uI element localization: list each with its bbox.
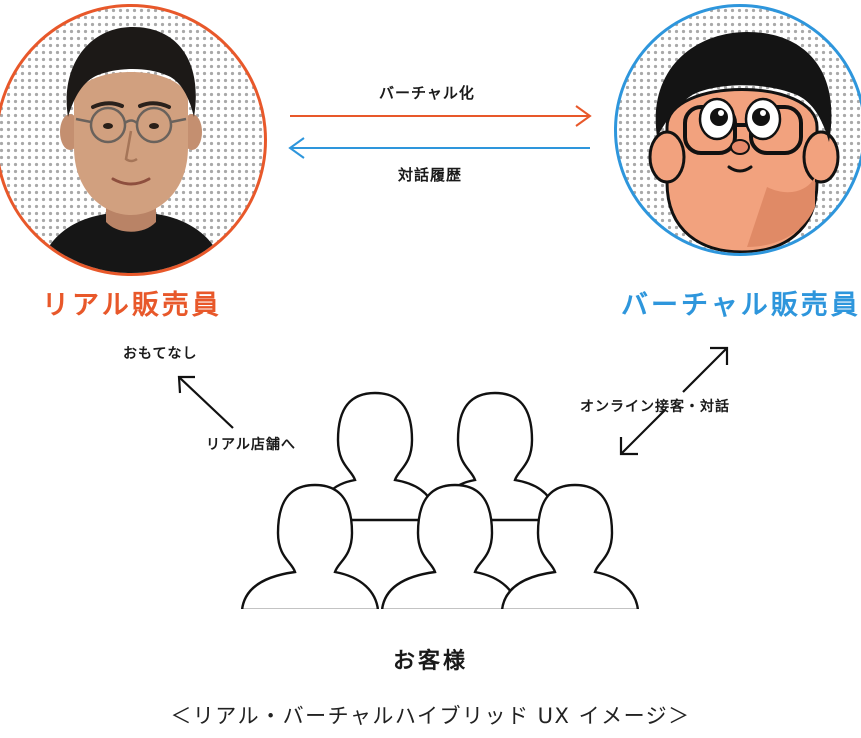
- online-arrow-up: [682, 346, 729, 393]
- real-salesperson-portrait: [0, 4, 267, 276]
- dialog-history-label: 対話履歴: [398, 166, 463, 184]
- virtual-salesperson-label: バーチャル販売員: [621, 290, 861, 321]
- dialog-history-arrow: [288, 137, 590, 159]
- virtualization-label: バーチャル化: [379, 84, 475, 102]
- virtualization-arrow: [290, 105, 592, 127]
- real-store-label: リアル店舗へ: [206, 437, 296, 453]
- cartoon-avatar-icon: [648, 32, 840, 253]
- virtual-salesperson-avatar: [614, 4, 861, 256]
- hospitality-label: おもてなし: [123, 346, 198, 362]
- real-salesperson-label: リアル販売員: [42, 290, 222, 321]
- online-service-label: オンライン接客・対話: [580, 399, 730, 415]
- customers-label: お客様: [392, 649, 468, 674]
- figure-caption: ＜リアル・バーチャルハイブリッド UX イメージ＞: [170, 704, 691, 728]
- online-arrow-down: [619, 409, 666, 456]
- customers-group-icon: [240, 391, 640, 612]
- store-arrow: [177, 375, 234, 429]
- man-photo-icon: [38, 27, 226, 273]
